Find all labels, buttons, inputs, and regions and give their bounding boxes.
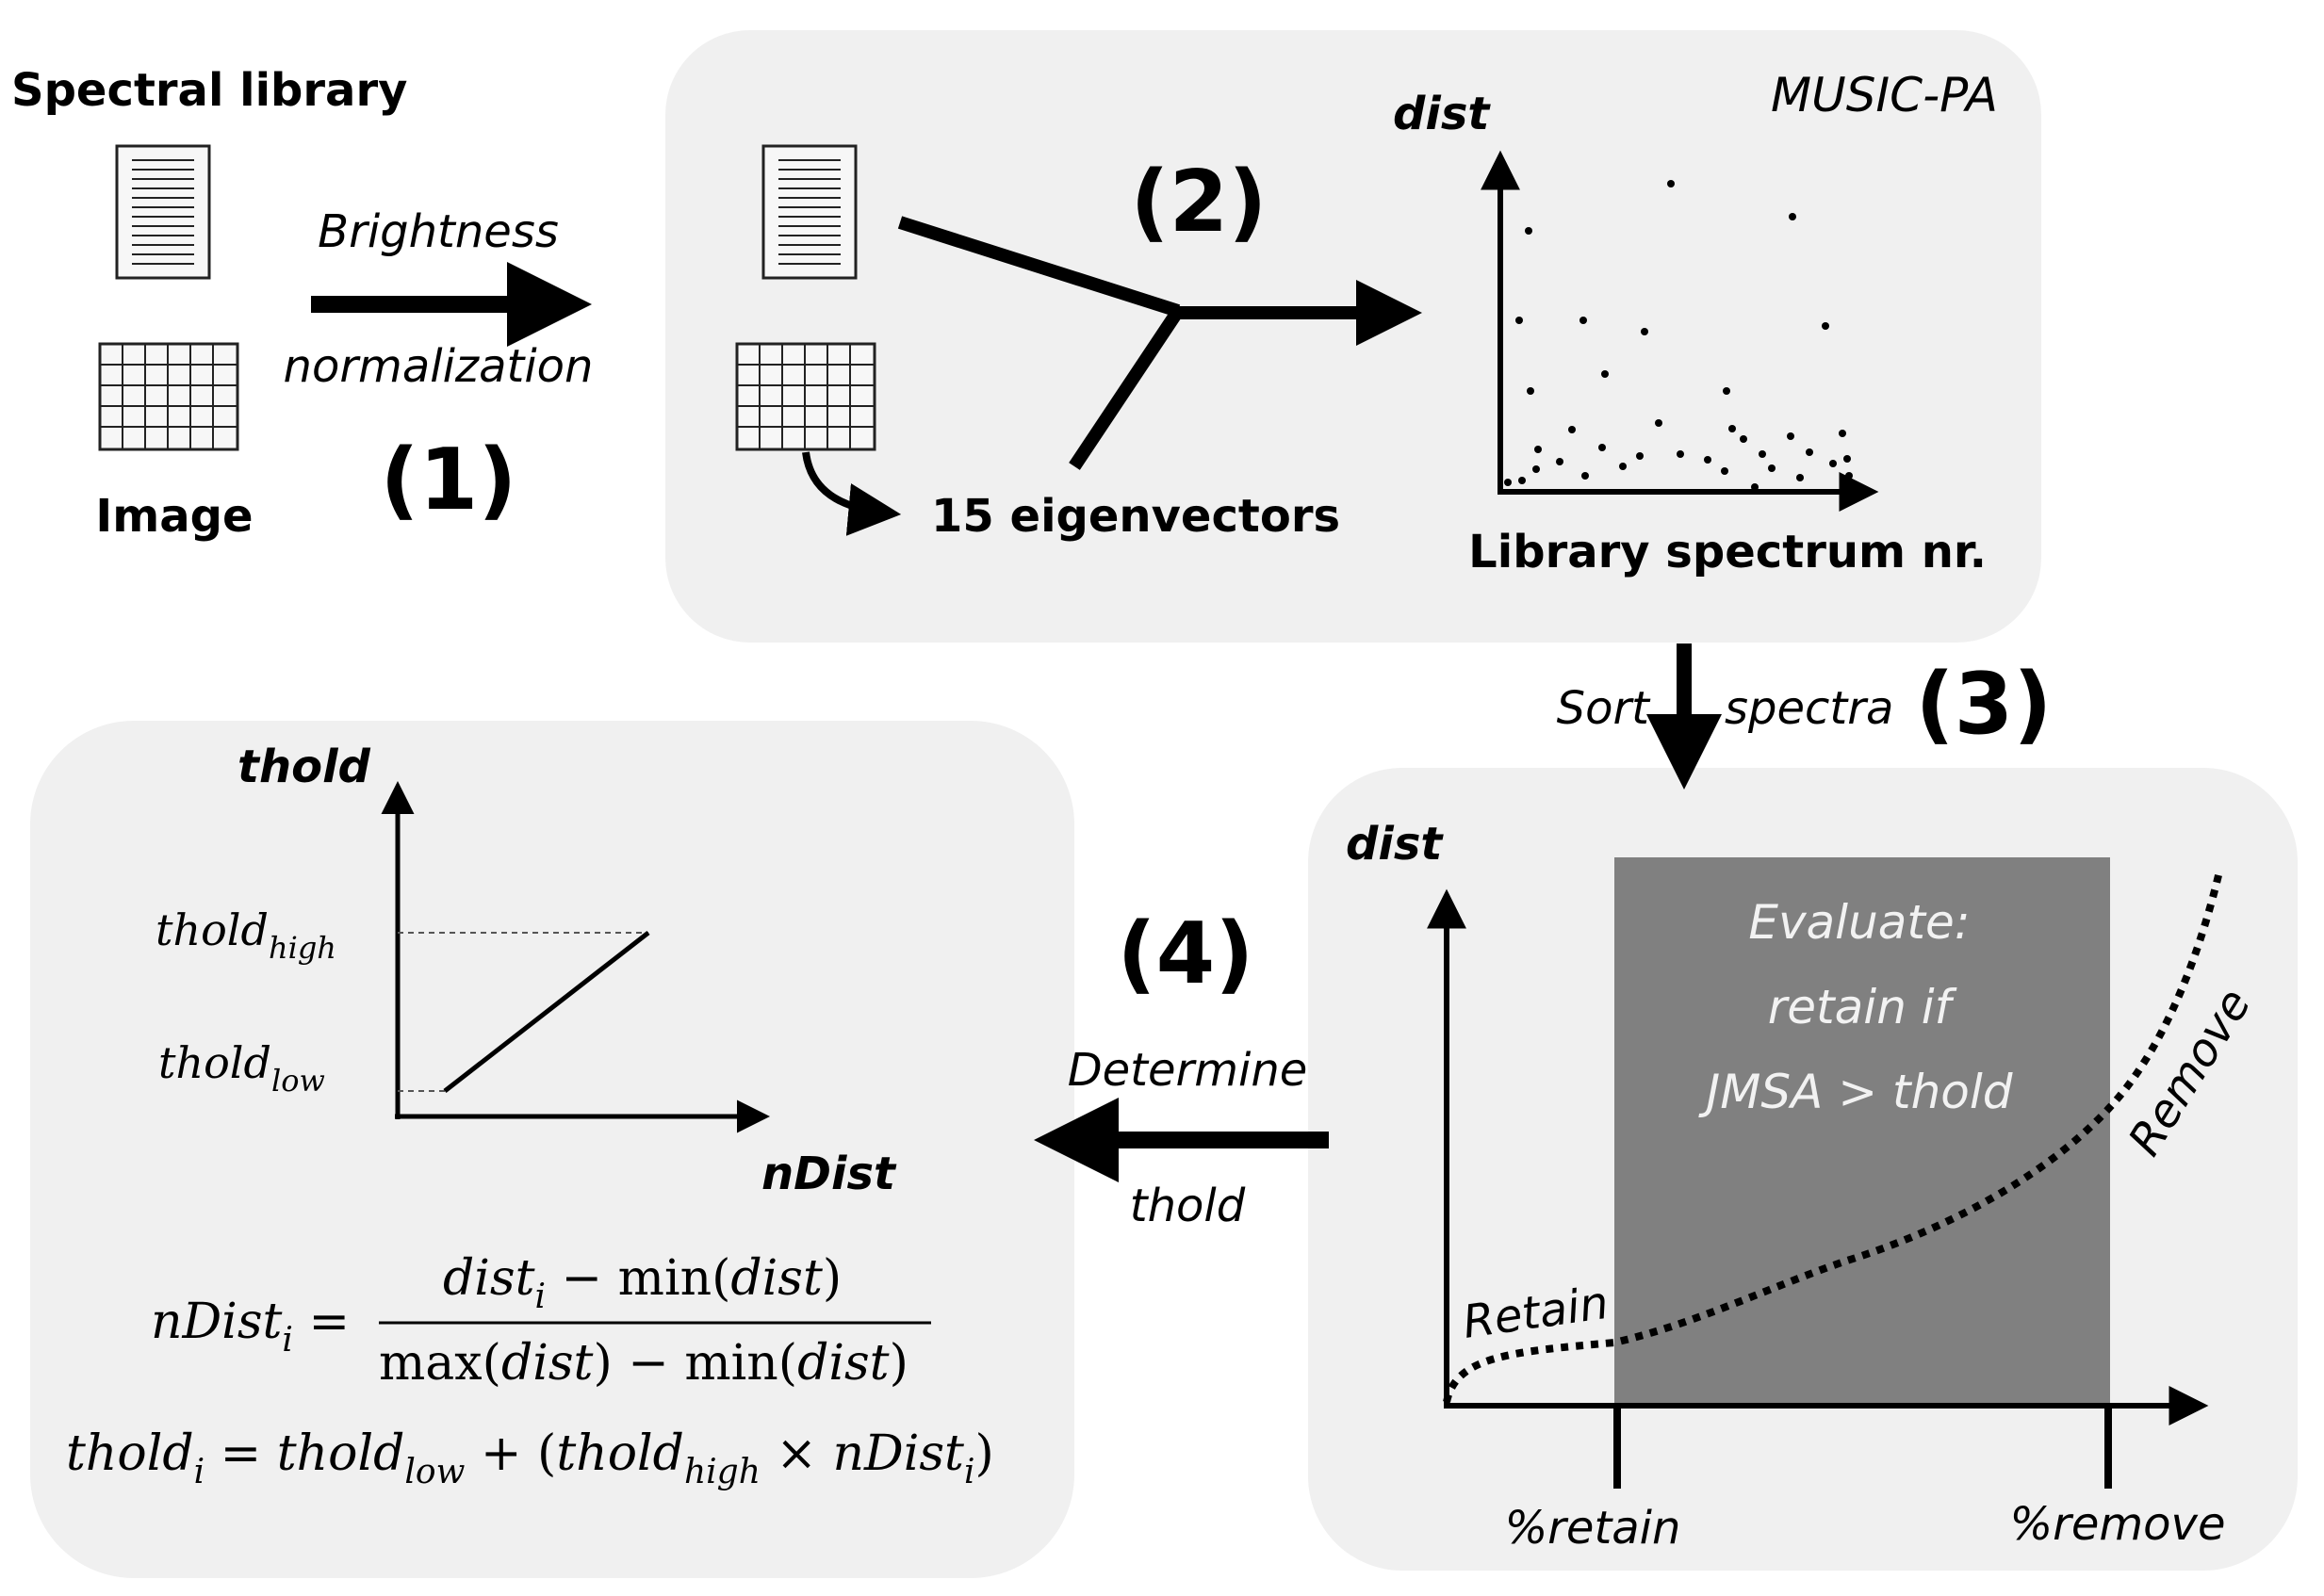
evaluate-line3: JMSA > thold (1697, 1065, 2012, 1119)
scatter-points (1504, 180, 1853, 491)
step1-label-line2: normalization (284, 340, 594, 393)
step4-label-line1: Determine (1068, 1044, 1308, 1097)
thold-ylabel: thold (237, 741, 371, 793)
step4-number: (4) (1118, 904, 1254, 1003)
eigenvectors-label: 15 eigenvectors (931, 490, 1340, 543)
formula-ndist-lhs: nDisti = (151, 1294, 350, 1360)
formula-ndist-numerator: disti − min(dist) (443, 1250, 842, 1316)
image-grid-icon (98, 342, 239, 451)
merge-arrow (897, 216, 1422, 470)
evaluate-line2: retain if (1768, 980, 1957, 1034)
step3-label-right: spectra (1725, 682, 1893, 735)
thold-low-label: tholdlow (158, 1037, 325, 1099)
thold-line (443, 931, 650, 1093)
retain-tick-label: %retain (1505, 1502, 1681, 1555)
sorted-dist-curve (1443, 871, 2223, 1403)
spectral-library-document-icon (115, 144, 211, 280)
step1-label-line1: Brightness (318, 205, 559, 258)
step3-number: (3) (1916, 655, 2053, 754)
formula-thold: tholdi = tholdlow + (tholdhigh × nDisti) (66, 1425, 994, 1491)
spectral-library-label: Spectral library (11, 64, 407, 117)
spectral-library-document-icon (761, 144, 858, 280)
step3-label-left: Sort (1557, 682, 1652, 735)
image-grid-icon (735, 342, 876, 451)
scatter-xlabel: Library spectrum nr. (1468, 526, 1987, 578)
thold-xlabel: nDist (761, 1148, 897, 1200)
formula-ndist-denominator: max(dist) − min(dist) (379, 1335, 908, 1392)
step2-number: (2) (1131, 153, 1268, 252)
sort-ylabel: dist (1346, 818, 1444, 871)
music-pa-title: MUSIC-PA (1771, 68, 1998, 122)
image-label: Image (95, 490, 253, 543)
step4-label-line2: thold (1130, 1180, 1246, 1232)
threshold-panel (30, 721, 1074, 1578)
thold-high-label: tholdhigh (155, 904, 336, 966)
remove-tick-label: %remove (2010, 1498, 2226, 1551)
eigenvector-curved-arrow (802, 451, 902, 536)
scatter-ylabel: dist (1393, 88, 1491, 140)
evaluate-line1: Evaluate: (1748, 895, 1970, 950)
step1-number: (1) (381, 431, 517, 529)
